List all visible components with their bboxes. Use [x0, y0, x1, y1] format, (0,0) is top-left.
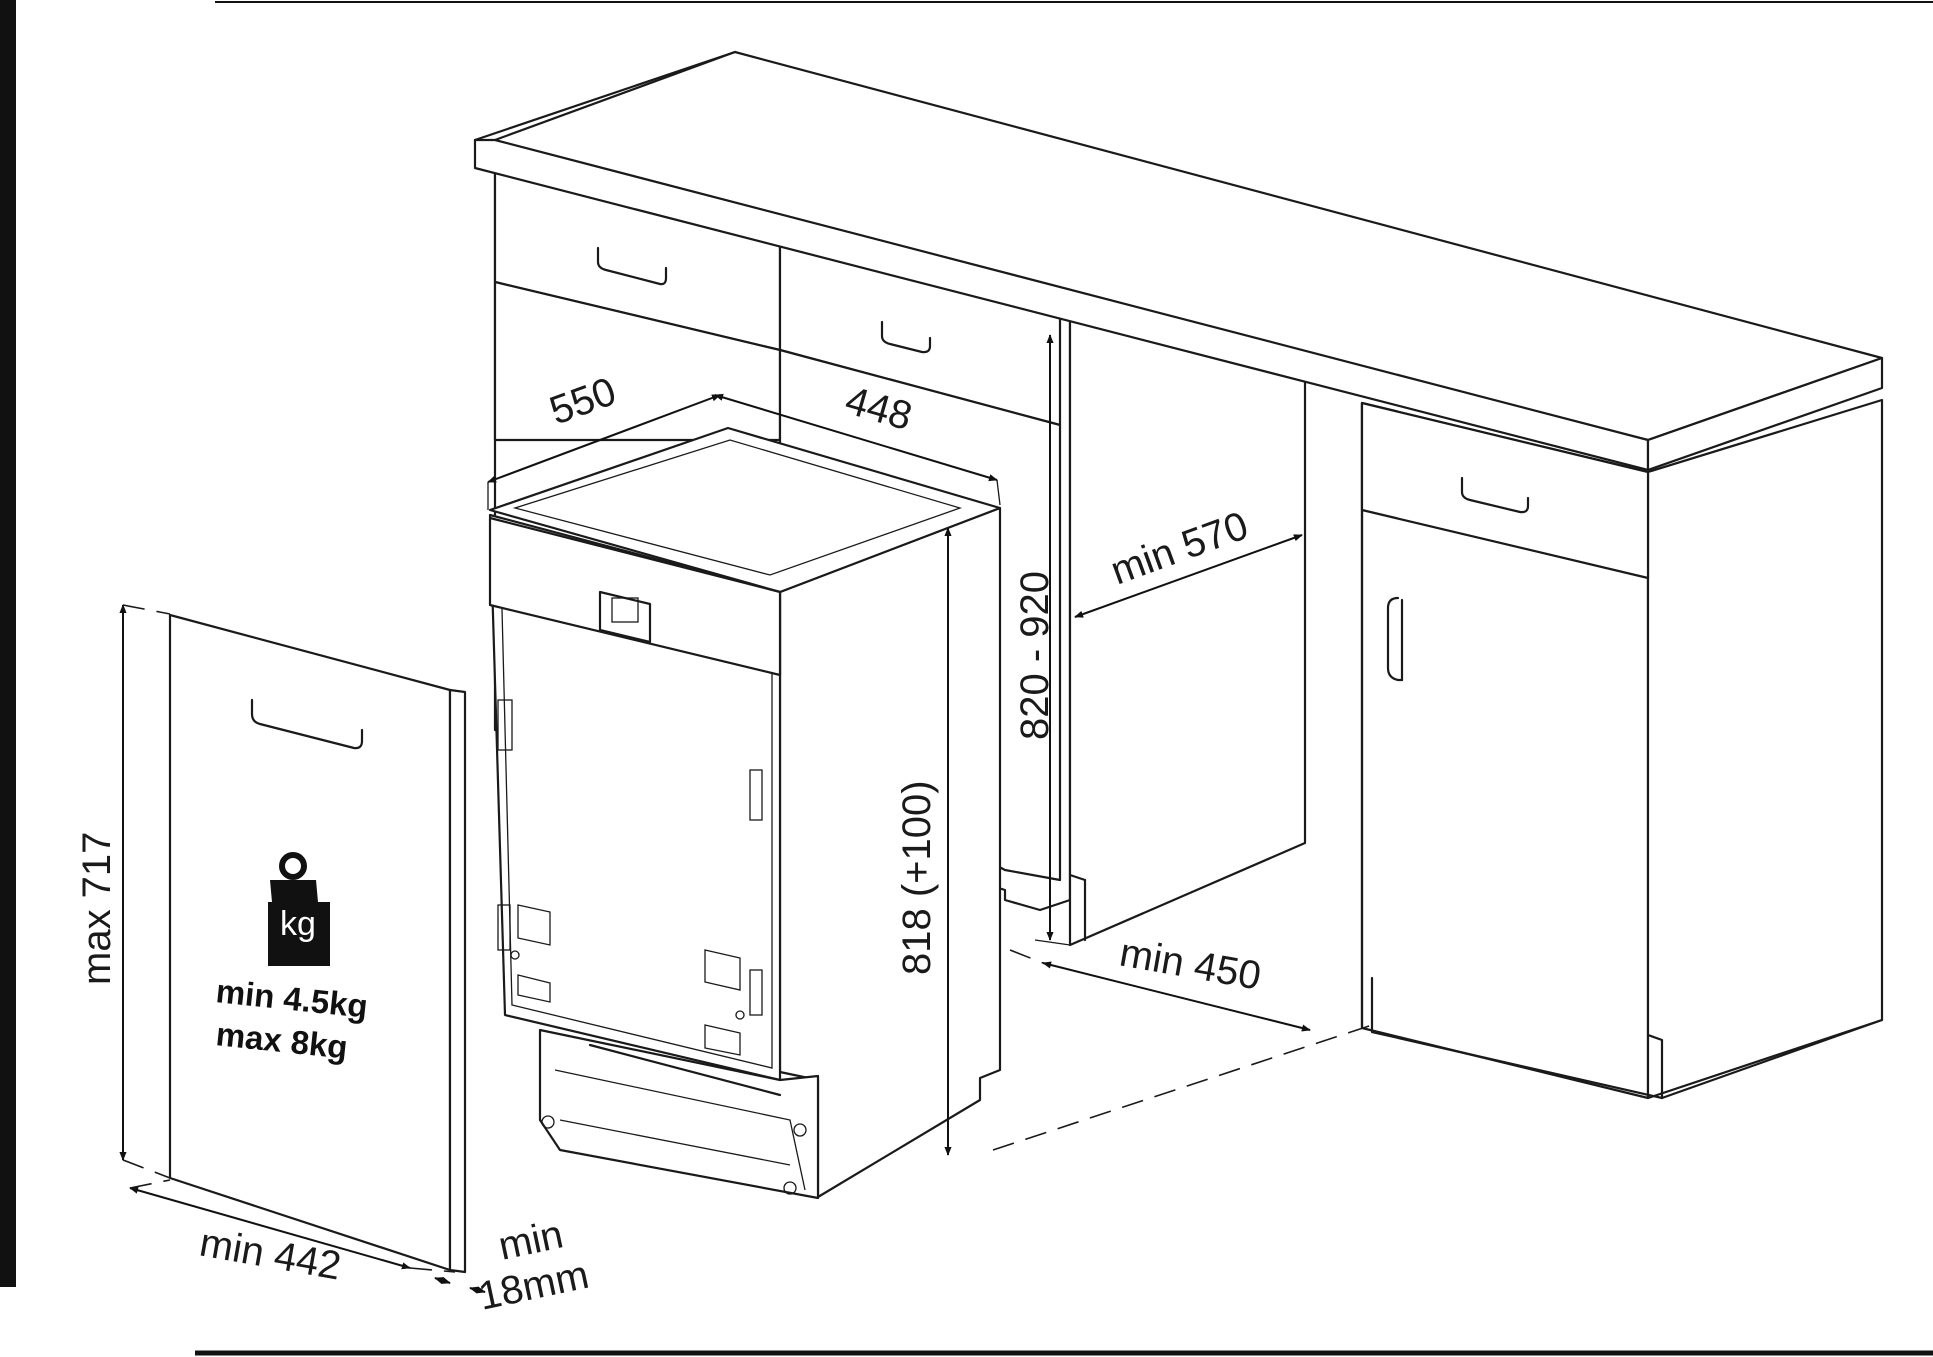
dimension-lines	[119, 334, 1373, 1294]
dim-cabinet-height-label: 820 - 920	[1013, 571, 1057, 740]
weight-icon: kg	[268, 852, 330, 966]
dim-panel-height-label: max 717	[75, 832, 119, 985]
dim-niche-width-label: min 450	[1116, 931, 1264, 999]
dim-panel-width-label: min 442	[196, 1221, 344, 1289]
dim-appliance-height-label: 818 (+100)	[895, 780, 939, 975]
dim-panel-thickness-label-bottom: 18mm	[475, 1253, 593, 1319]
weight-icon-label: kg	[280, 905, 316, 943]
